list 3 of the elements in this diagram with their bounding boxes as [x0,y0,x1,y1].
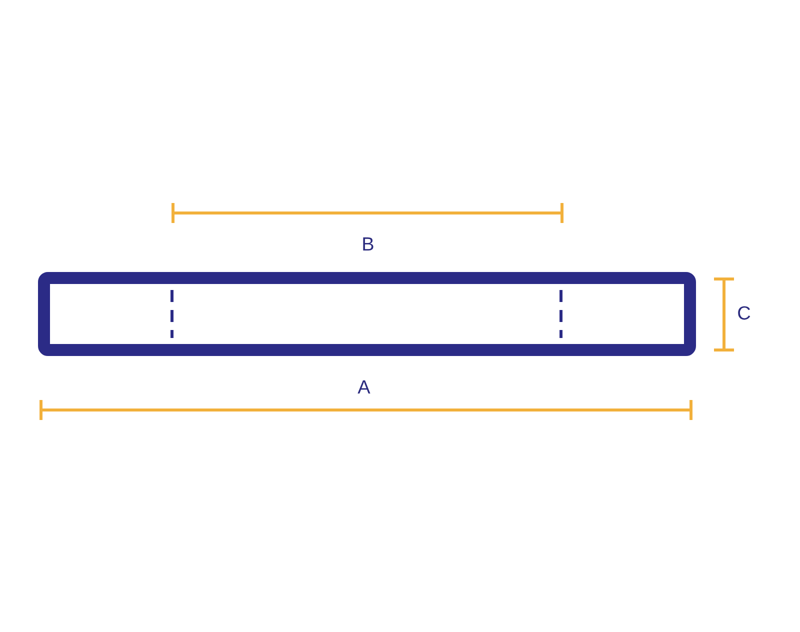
dimension-label: A [358,378,370,398]
dimension-label: C [737,304,751,324]
dimension-label: B [362,236,374,254]
